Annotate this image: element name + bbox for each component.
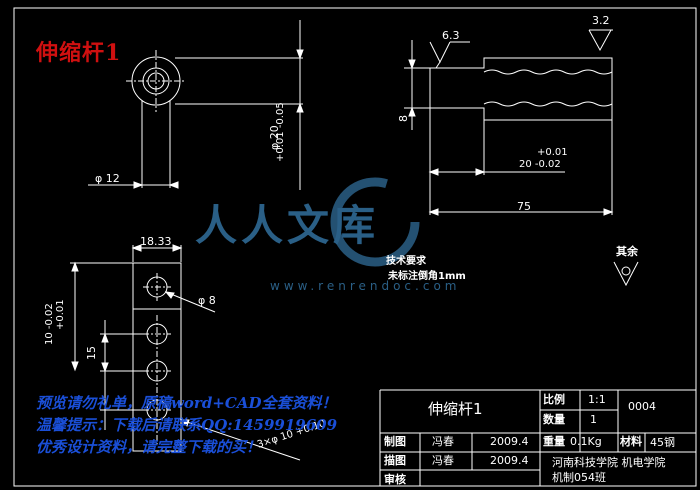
dim-15: 15 [85,346,98,360]
preview-note-3: 优秀设计资料，请完整下载的买！ [36,438,262,456]
preview-note-2: 温馨提示：下载后请联系QQ:1459919609 [36,416,338,434]
roughness-63: 6.3 [442,29,460,42]
drafted-label: 描图 [384,454,406,467]
weight-value: 0.1Kg [570,435,602,448]
review-label: 审核 [384,473,406,486]
title-block [379,389,696,486]
drawn-by: 冯春 [432,435,454,448]
roughness-other-symbol [613,261,639,287]
other-roughness-label: 其余 [616,245,638,258]
dim-phi8: φ 8 [198,294,216,307]
part-name: 伸缩杆1 [428,400,483,418]
watermark-url: www.renrendoc.com [270,279,461,293]
shaft-view [404,29,614,216]
drawn-label: 制图 [384,435,406,448]
dim-20-tol-upper: +0.01 [537,147,568,158]
block-view [70,244,301,461]
weight-label: 重量 [543,435,565,448]
class-name: 机制054班 [552,471,606,484]
break-line-bottom [483,101,613,107]
material-label: 材料 [620,435,642,448]
tech-req-body: 未标注倒角1mm [388,271,466,282]
drafted-date: 2009.4 [490,454,529,467]
dim-10: 10 -0.02 [44,303,55,345]
dim-phi12: φ 12 [95,172,120,185]
quantity-label: 数量 [543,413,565,426]
roughness-32: 3.2 [592,14,610,27]
dim-75: 75 [517,200,531,213]
dim-18-33: 18.33 [140,235,172,248]
school-name: 河南科技学院 机电学院 [552,456,666,469]
tech-req-title: 技术要求 [386,256,426,267]
break-line-top [483,69,613,75]
drafted-by: 冯春 [432,454,454,467]
dim-10-tol: +0.01 [55,299,66,330]
circular-view [88,20,304,190]
quantity-value: 1 [590,413,597,426]
drawing-title-red: 伸缩杆1 [36,40,122,66]
dim-phi20-tol: +0.01 -0.05 [275,102,286,162]
drawn-date: 2009.4 [490,435,529,448]
watermark-text: 人人文库 [195,201,380,250]
scale-value: 1:1 [588,393,606,406]
material-value: 45钢 [650,436,675,449]
dim-8: 8 [397,115,410,122]
drawing-number: 0004 [628,400,656,413]
renrendoc-logo [330,177,420,267]
scale-label: 比例 [543,393,565,406]
drawing-border [13,7,697,487]
preview-note-1: 预览请勿礼单，原稿word+CAD全套资料！ [36,394,337,412]
dim-20: 20 -0.02 [519,159,561,170]
